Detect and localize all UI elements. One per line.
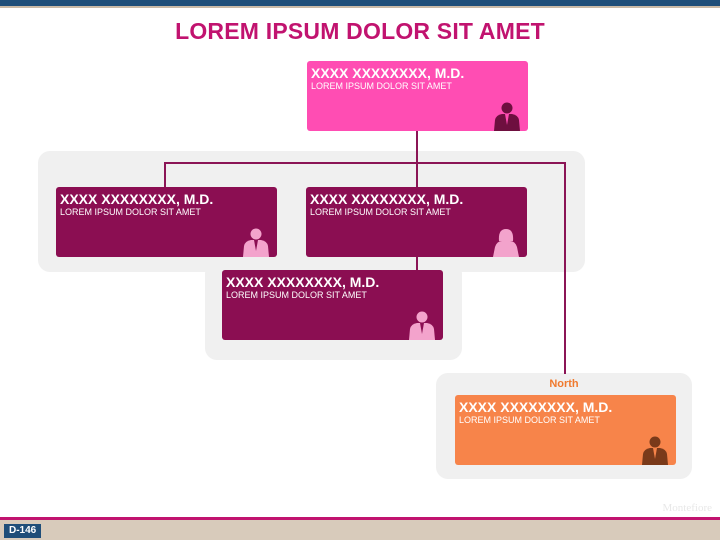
org-card-north[interactable]: XXXX XXXXXXXX, M.D. LOREM IPSUM DOLOR SI… (455, 395, 676, 465)
male-person-icon (243, 228, 269, 257)
footer-bar (0, 520, 720, 540)
male-person-icon (494, 102, 520, 131)
card-role: LOREM IPSUM DOLOR SIT AMET (226, 290, 367, 300)
connector-left-down (164, 162, 166, 187)
org-card-top[interactable]: XXXX XXXXXXXX, M.D. LOREM IPSUM DOLOR SI… (307, 61, 528, 131)
org-card-right[interactable]: XXXX XXXXXXXX, M.D. LOREM IPSUM DOLOR SI… (306, 187, 527, 257)
male-person-icon (642, 436, 668, 465)
card-name: XXXX XXXXXXXX, M.D. (310, 191, 464, 207)
connector-north-down (564, 162, 566, 374)
card-name: XXXX XXXXXXXX, M.D. (226, 274, 380, 290)
header-divider (0, 6, 720, 8)
card-name: XXXX XXXXXXXX, M.D. (459, 399, 613, 415)
female-person-icon (493, 229, 519, 257)
footer-accent-line (0, 517, 720, 520)
connector-top-down (416, 131, 418, 164)
connector-right-to-middle (416, 257, 418, 270)
card-role: LOREM IPSUM DOLOR SIT AMET (60, 207, 201, 217)
card-role: LOREM IPSUM DOLOR SIT AMET (311, 81, 452, 91)
slide-id-badge: D-146 (4, 524, 42, 538)
page-title: LOREM IPSUM DOLOR SIT AMET (175, 18, 545, 44)
header-bar (0, 0, 720, 6)
card-name: XXXX XXXXXXXX, M.D. (60, 191, 214, 207)
connector-horizontal (164, 162, 566, 164)
connector-right-down (416, 162, 418, 187)
org-card-left[interactable]: XXXX XXXXXXXX, M.D. LOREM IPSUM DOLOR SI… (56, 187, 277, 257)
org-card-middle[interactable]: XXXX XXXXXXXX, M.D. LOREM IPSUM DOLOR SI… (222, 270, 443, 340)
male-person-icon (409, 311, 435, 340)
card-role: LOREM IPSUM DOLOR SIT AMET (459, 415, 600, 425)
watermark-logo: Montefiore (662, 502, 712, 514)
north-group-label: North (549, 378, 579, 390)
card-name: XXXX XXXXXXXX, M.D. (311, 65, 465, 81)
card-role: LOREM IPSUM DOLOR SIT AMET (310, 207, 451, 217)
